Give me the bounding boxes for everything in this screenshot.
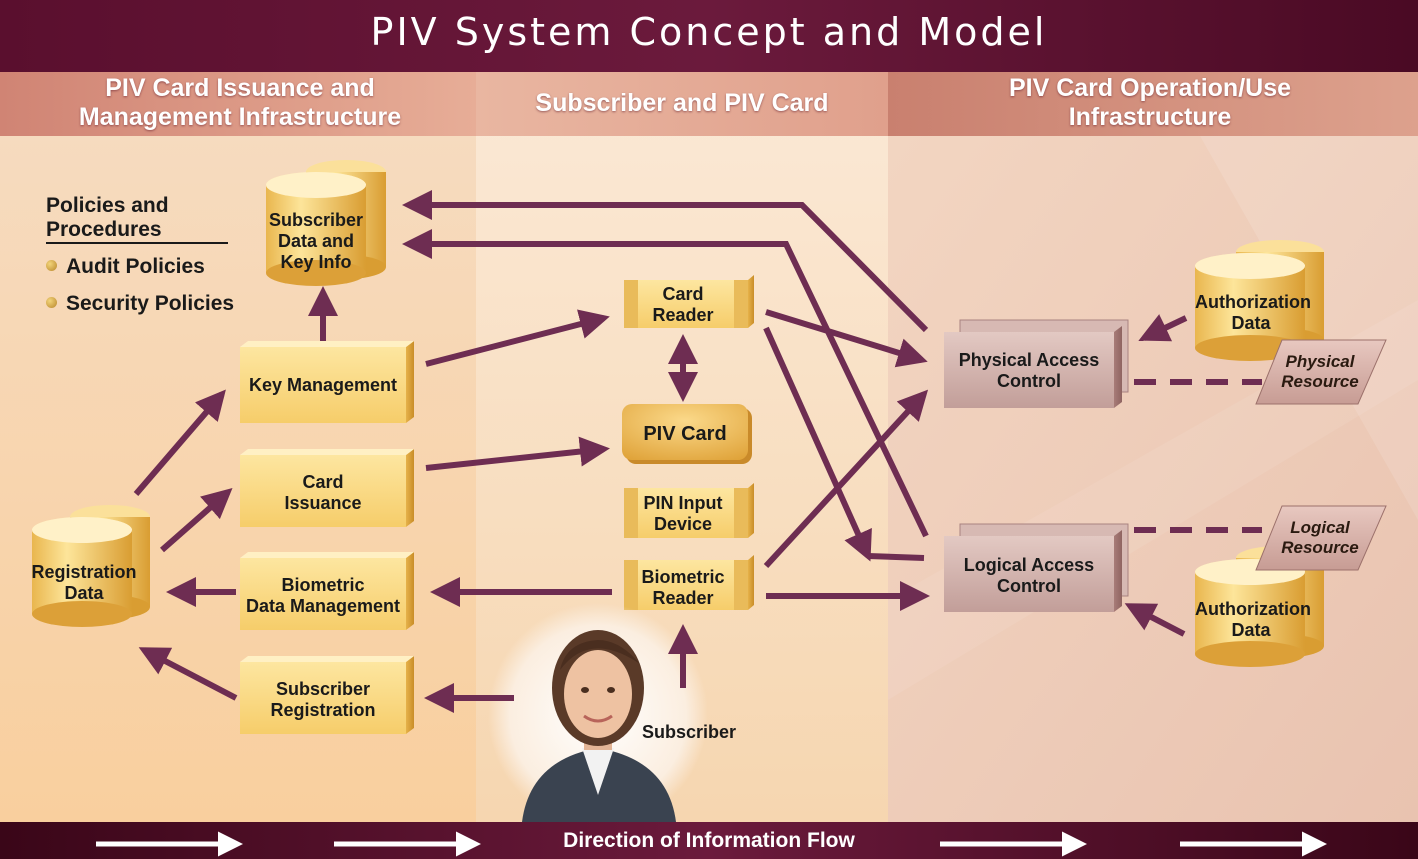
column-header-right: PIV Card Operation/Use Infrastructure <box>1008 74 1292 131</box>
bullet-icon <box>46 260 57 271</box>
physical-access-control-box <box>944 319 1129 408</box>
pin-input-device-box <box>624 483 754 538</box>
logical-resource-shape <box>1255 505 1387 571</box>
subscriber-data-label: Subscriber Data and Key Info <box>268 210 364 272</box>
policy-item-label: Audit Policies <box>66 255 205 278</box>
biometric-reader-box <box>624 555 754 610</box>
card-issuance-label: Card Issuance <box>284 472 362 513</box>
policy-item-audit: Audit Policies <box>46 255 205 279</box>
flow-arrows <box>133 190 1188 713</box>
subscriber-registration-label: Subscriber Registration <box>270 679 376 720</box>
card-reader-box <box>624 275 754 328</box>
title-bar <box>0 0 1418 72</box>
pin-input-device-label: PIN Input Device <box>643 493 723 534</box>
piv-card-label: PIV Card <box>643 423 727 445</box>
card-reader-label: Card Reader <box>652 284 714 325</box>
policies-divider <box>46 242 228 244</box>
registration-data-label: Registration Data <box>31 562 137 603</box>
registration-data-cylinder <box>32 505 150 627</box>
key-management-box <box>240 341 414 423</box>
bullet-icon <box>46 297 57 308</box>
subscriber-portrait <box>488 603 708 827</box>
authorization-data-top-cylinder <box>1195 240 1324 361</box>
subscriber-registration-box <box>240 656 414 734</box>
authorization-data-bottom-cylinder <box>1195 546 1324 667</box>
physical-access-control-label: Physical Access Control <box>958 350 1100 391</box>
policies-title: Policies and Procedures <box>46 194 169 241</box>
physical-resource-shape <box>1255 339 1387 405</box>
column-header-center: Subscriber and PIV Card <box>535 89 829 117</box>
policy-item-security: Security Policies <box>46 292 234 316</box>
authorization-data-bottom-label: Authorization Data <box>1195 599 1311 640</box>
policy-item-label: Security Policies <box>66 292 235 315</box>
footer-label: Direction of Information Flow <box>563 829 855 852</box>
subscriber-label: Subscriber <box>641 722 737 742</box>
biometric-reader-label: Biometric Reader <box>641 567 725 608</box>
logical-access-control-label: Logical Access Control <box>963 555 1095 596</box>
footer-arrows-overlay <box>96 831 1327 857</box>
piv-card-shape <box>622 404 752 464</box>
subscriber-data-cylinder <box>266 160 386 286</box>
column-header-left: PIV Card Issuance and Management Infrast… <box>78 74 402 131</box>
key-management-label: Key Management <box>248 375 398 395</box>
card-issuance-box <box>240 449 414 527</box>
biometric-data-management-label: Biometric Data Management <box>245 575 401 616</box>
page-title: PIV System Concept and Model <box>370 10 1048 54</box>
authorization-data-top-label: Authorization Data <box>1195 292 1311 333</box>
logical-resource-label: Logical Resource <box>1281 518 1359 557</box>
logical-access-control-box <box>944 523 1129 612</box>
biometric-data-management-box <box>240 552 414 630</box>
physical-resource-label: Physical Resource <box>1281 352 1359 391</box>
